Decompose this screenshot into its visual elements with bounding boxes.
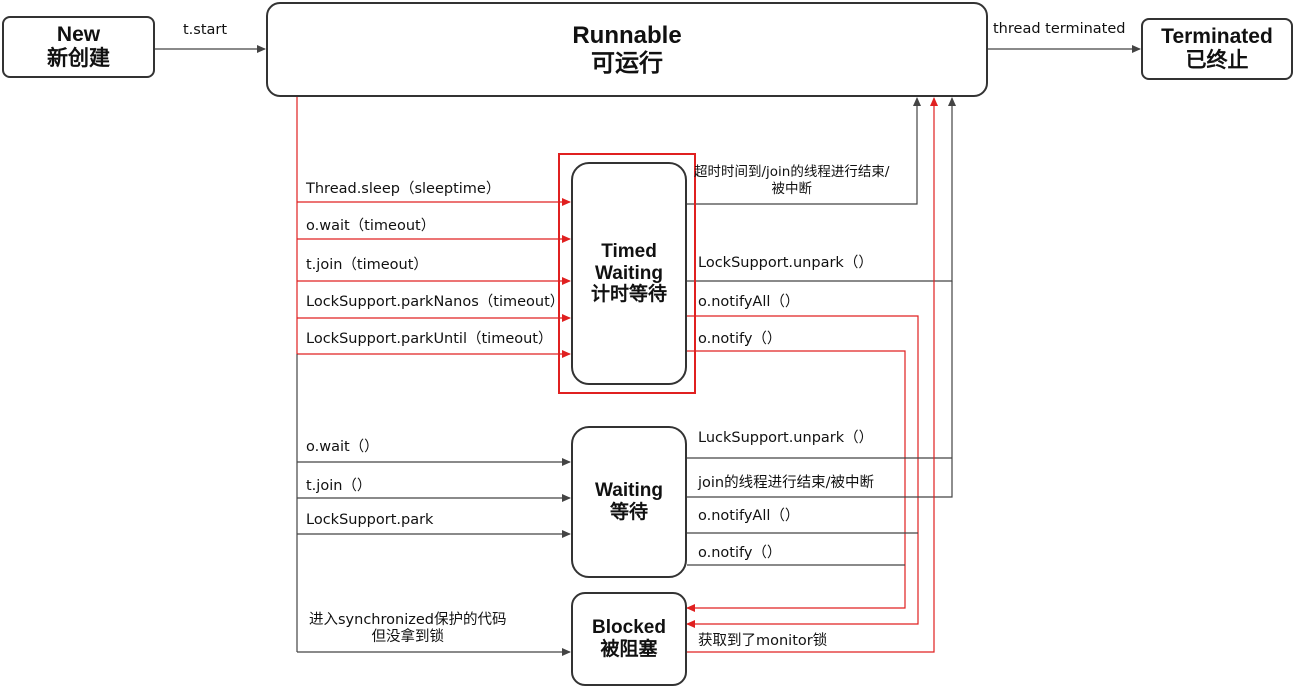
timed-timeout-line2: 被中断 — [771, 181, 812, 197]
to-waiting-label-2: t.join（） — [306, 478, 372, 494]
start-label: t.start — [183, 22, 228, 38]
state-timed-waiting: Timed Waiting 计时等待 — [571, 162, 687, 385]
state-terminated-zh: 已终止 — [1185, 49, 1249, 72]
to-timed-label-2: o.wait（timeout） — [306, 218, 436, 234]
terminate-label: thread terminated — [993, 21, 1126, 37]
to-waiting-label-3: LockSupport.park — [306, 512, 434, 528]
timed-timeout-return — [687, 97, 921, 205]
waiting-notify-label: o.notify（） — [698, 545, 782, 561]
state-blocked-zh: 被阻塞 — [600, 639, 658, 660]
blocked-return — [687, 97, 938, 653]
timed-timeout-label: 超时时间到/join的线程进行结束/ 被中断 — [694, 164, 889, 198]
timed-notify-to-blocked — [686, 350, 906, 612]
waiting-join-label: join的线程进行结束/被中断 — [698, 475, 875, 491]
waiting-unpark-label: LuckSupport.unpark（） — [698, 430, 874, 446]
state-runnable-zh: 可运行 — [591, 49, 663, 77]
timed-timeout-line1: 超时时间到/join的线程进行结束/ — [694, 164, 890, 180]
timed-notify-label: o.notify（） — [698, 331, 782, 347]
timed-waiting-highlight — [558, 153, 696, 394]
to-timed-label-3: t.join（timeout） — [306, 257, 428, 273]
to-timed-label-5: LockSupport.parkUntil（timeout） — [306, 331, 553, 347]
to-timed-label-4: LockSupport.parkNanos（timeout） — [306, 294, 565, 310]
to-blocked-line1: 进入synchronized保护的代码 — [309, 612, 507, 628]
blocked-return-label: 获取到了monitor锁 — [698, 633, 828, 649]
state-timed-waiting-zh: 计时等待 — [590, 284, 667, 306]
state-waiting-en: Waiting — [595, 480, 663, 502]
timed-unpark-label: LockSupport.unpark（） — [698, 255, 873, 271]
state-timed-waiting-en2: Waiting — [595, 262, 663, 284]
to-waiting-label-1: o.wait（） — [306, 439, 379, 455]
to-blocked-label: 进入synchronized保护的代码 但没拿到锁 — [309, 612, 506, 646]
waiting-join-return — [687, 281, 953, 498]
state-blocked: Blocked 被阻塞 — [571, 592, 687, 686]
state-new: New 新创建 — [2, 16, 155, 78]
state-terminated-en: Terminated — [1161, 24, 1273, 48]
state-new-en: New — [56, 22, 101, 46]
to-blocked-line2: 但没拿到锁 — [371, 629, 444, 645]
timed-notifyall-to-blocked — [686, 315, 919, 628]
state-runnable-en: Runnable — [572, 21, 682, 49]
state-new-zh: 新创建 — [47, 47, 110, 70]
state-timed-waiting-en1: Timed — [601, 240, 657, 262]
state-blocked-en: Blocked — [592, 617, 666, 639]
timed-notifyall-label: o.notifyAll（） — [698, 294, 800, 310]
state-waiting-zh: 等待 — [609, 502, 648, 523]
state-terminated: Terminated 已终止 — [1141, 18, 1293, 80]
state-waiting: Waiting 等待 — [571, 426, 687, 578]
to-timed-label-1: Thread.sleep（sleeptime） — [306, 181, 501, 197]
state-runnable: Runnable 可运行 — [266, 2, 988, 97]
waiting-notifyall-label: o.notifyAll（） — [698, 508, 800, 524]
